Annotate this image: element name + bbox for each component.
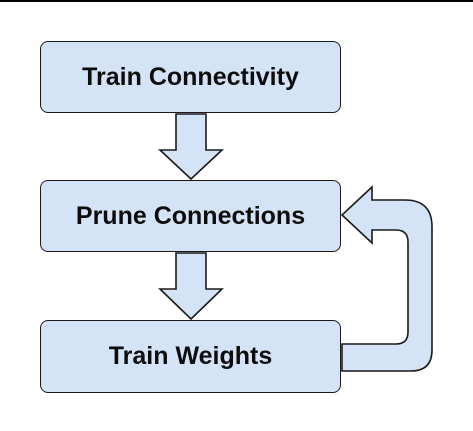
arrow-prune-to-weights: [158, 252, 224, 321]
arrow-connectivity-to-prune: [157, 113, 225, 181]
step-label: Prune Connections: [75, 201, 306, 230]
step-label: Train Connectivity: [82, 62, 299, 91]
step-prune-connections: Prune Connections: [40, 180, 341, 252]
step-train-weights: Train Weights: [40, 320, 341, 393]
top-border-line: [0, 0, 473, 2]
step-train-connectivity: Train Connectivity: [40, 41, 341, 113]
arrow-feedback-loop: [340, 185, 433, 372]
step-label: Train Weights: [108, 342, 273, 370]
